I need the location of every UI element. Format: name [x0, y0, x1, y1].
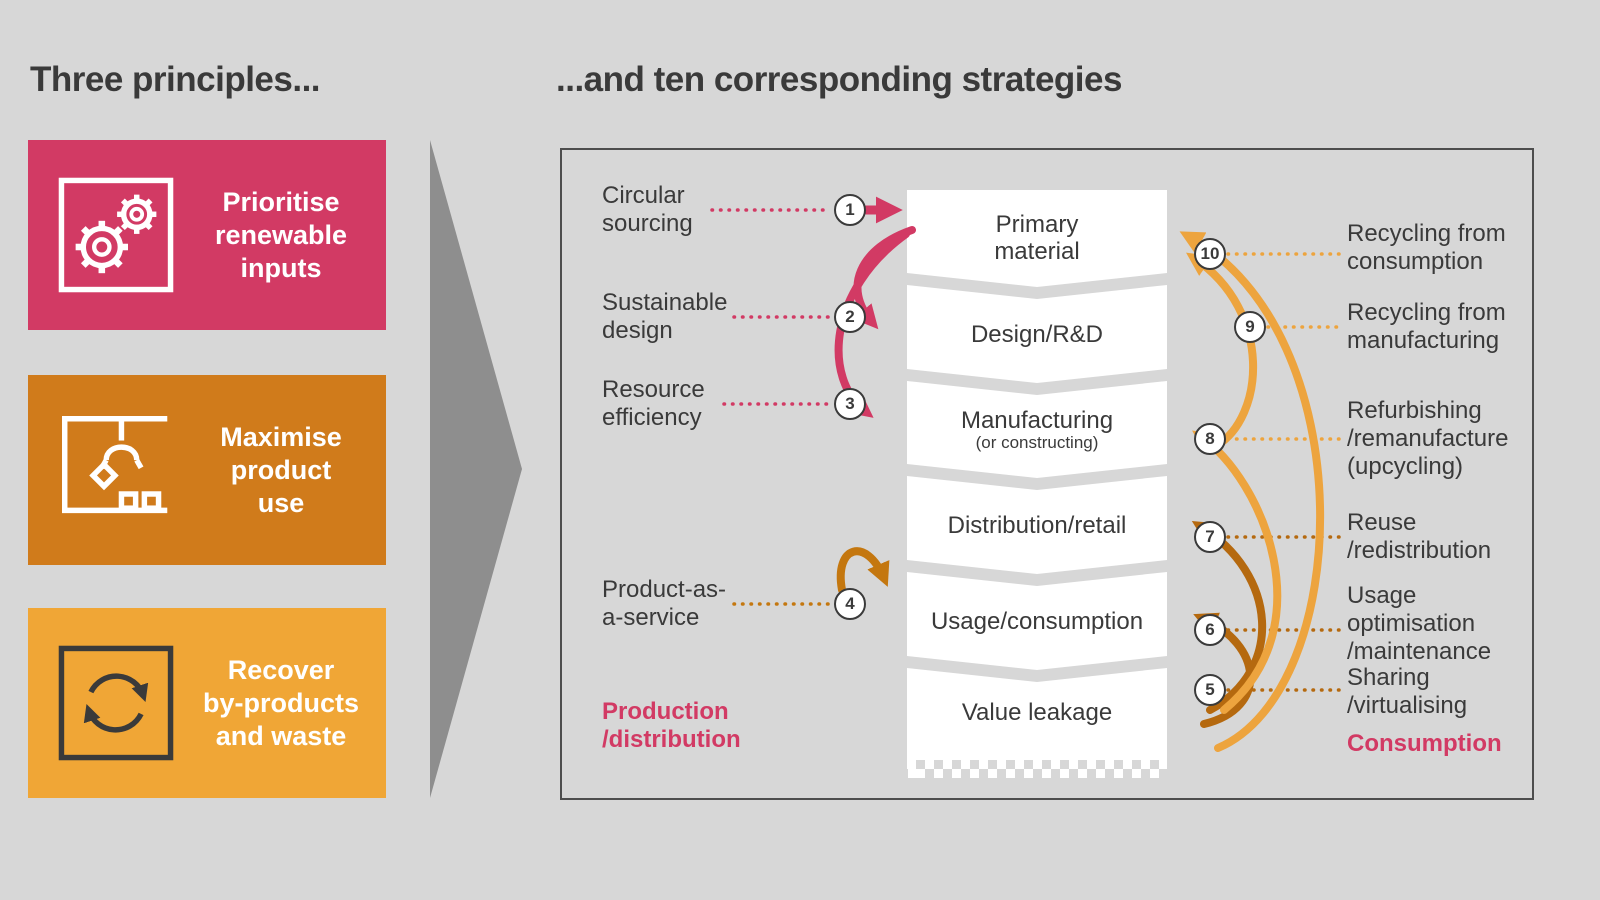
stage-value-leakage: Value leakage	[907, 664, 1167, 760]
strategy-number-badge: 3	[834, 388, 866, 420]
strategy-number-badge: 2	[834, 301, 866, 333]
principle-label: Recover by-products and waste	[202, 654, 359, 751]
flow-arrow	[430, 140, 522, 798]
arrow-refurbishing	[1192, 430, 1282, 714]
arrow-recycling-consumption	[1179, 231, 1325, 752]
gears-icon	[56, 175, 176, 295]
strategy-number-badge: 10	[1194, 238, 1226, 270]
stage-label: Manufacturing	[960, 407, 1114, 434]
stage-sublabel: (or constructing)	[975, 433, 1099, 452]
strategy-number-badge: 7	[1194, 521, 1226, 553]
strategy-label-circular-sourcing: Circular sourcing	[602, 182, 693, 237]
principle-label: Prioritise renewable inputs	[214, 186, 348, 283]
arrow-product-as-a-service	[836, 547, 890, 594]
stage-label: Distribution/retail	[947, 511, 1127, 539]
recycle-icon	[56, 643, 176, 763]
stage-primary-material: Primary material	[907, 190, 1167, 286]
stage-manufacturing: Manufacturing (or constructing)	[907, 382, 1167, 478]
arrow-reuse-redistribution	[1191, 520, 1267, 714]
strategy-label-refurbishing: Refurbishing /remanufacture (upcycling)	[1347, 397, 1509, 480]
strategy-label-sustainable-design: Sustainable design	[602, 289, 728, 344]
principle-card-recover-waste: Recover by-products and waste	[28, 608, 386, 798]
value-chain-column: Primary material Design/R&D Manufacturin…	[907, 190, 1167, 778]
stage-label: Value leakage	[961, 698, 1113, 726]
crumbling-edge	[907, 769, 1167, 778]
principles-heading: Three principles...	[30, 60, 321, 99]
strategy-label-product-as-a-service: Product-as- a-service	[602, 576, 727, 631]
crumbling-edge	[907, 760, 1167, 769]
strategy-number-badge: 9	[1234, 311, 1266, 343]
stage-usage-consumption: Usage/consumption	[907, 573, 1167, 669]
strategies-heading: ...and ten corresponding strategies	[556, 60, 1122, 99]
principle-card-renewable-inputs: Prioritise renewable inputs	[28, 140, 386, 330]
stage-label: Design/R&D	[970, 320, 1104, 348]
strategy-label-usage-optimisation: Usage optimisation /maintenance	[1347, 582, 1492, 665]
production-distribution-label: Production /distribution	[602, 698, 741, 753]
claw-icon	[56, 410, 176, 530]
consumption-label: Consumption	[1347, 730, 1502, 757]
stage-design-rd: Design/R&D	[907, 286, 1167, 382]
principle-card-maximise-use: Maximise product use	[28, 375, 386, 565]
stage-distribution-retail: Distribution/retail	[907, 477, 1167, 573]
strategy-number-badge: 5	[1194, 674, 1226, 706]
strategy-label-sharing: Sharing /virtualising	[1347, 664, 1468, 719]
strategies-panel: Primary material Design/R&D Manufacturin…	[560, 148, 1534, 800]
strategy-label-resource-efficiency: Resource efficiency	[602, 376, 705, 431]
strategy-label-reuse: Reuse /redistribution	[1347, 509, 1492, 564]
strategy-number-badge: 4	[834, 588, 866, 620]
strategy-number-badge: 6	[1194, 614, 1226, 646]
stage-label: Primary material	[994, 211, 1080, 265]
stage-label: Usage/consumption	[930, 607, 1144, 635]
strategy-label-recycling-manufacturing: Recycling from manufacturing	[1347, 299, 1506, 354]
principle-label: Maximise product use	[220, 421, 342, 518]
strategy-label-recycling-consumption: Recycling from consumption	[1347, 220, 1506, 275]
strategy-number-badge: 1	[834, 194, 866, 226]
strategy-number-badge: 8	[1194, 423, 1226, 455]
arrow-recycling-manufacturing	[1186, 252, 1258, 450]
